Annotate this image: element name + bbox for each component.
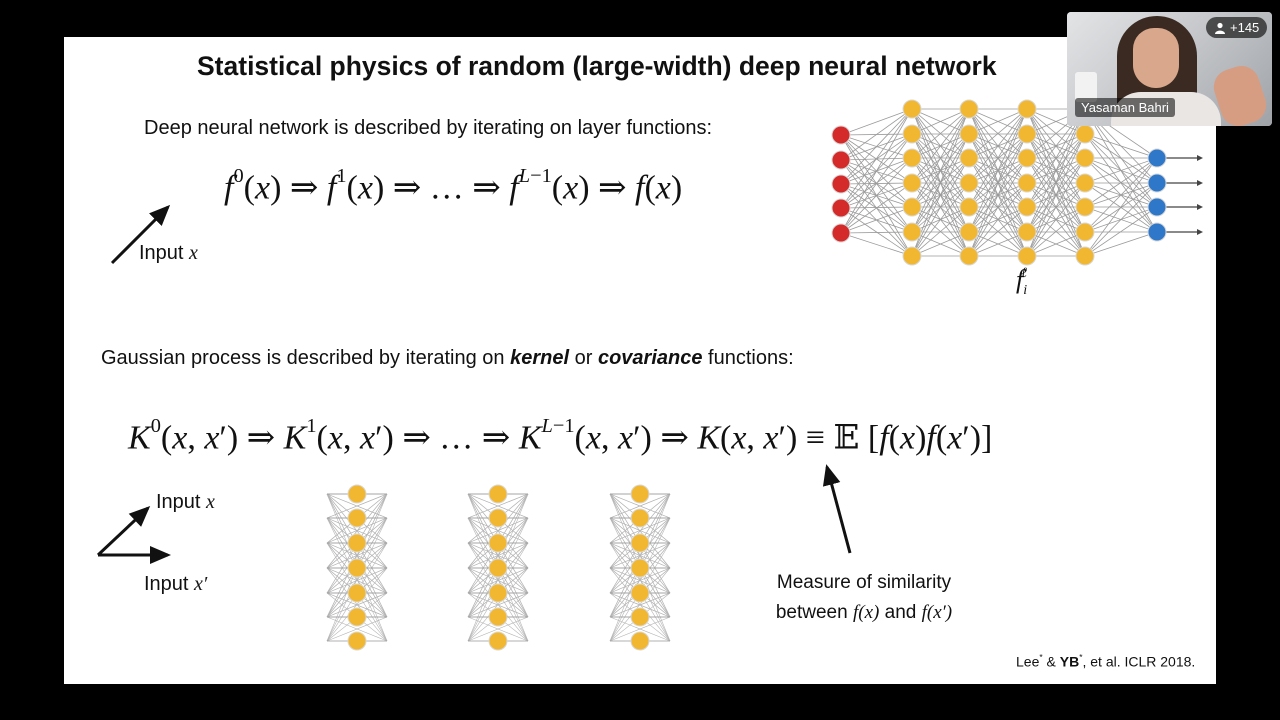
- output-arrowhead: [1197, 180, 1203, 186]
- output-node: [1147, 222, 1167, 242]
- kernel-node: [630, 533, 650, 553]
- hidden-node: [1075, 124, 1095, 144]
- hidden-node: [1075, 148, 1095, 168]
- kernel-node: [347, 583, 367, 603]
- output-arrowhead: [1197, 229, 1203, 235]
- input-x-label: Input x: [139, 242, 198, 264]
- gp-description: Gaussian process is described by iterati…: [101, 347, 794, 369]
- input-xprime-label: Input x′: [144, 573, 208, 595]
- hidden-node: [902, 124, 922, 144]
- hidden-node: [1017, 222, 1037, 242]
- kernel-node: [488, 607, 508, 627]
- output-arrowhead: [1197, 204, 1203, 210]
- speaker-face: [1133, 28, 1179, 88]
- hidden-node: [1075, 197, 1095, 217]
- input-node: [831, 174, 851, 194]
- kernel-node: [488, 508, 508, 528]
- hidden-node: [959, 124, 979, 144]
- kernel-node: [347, 508, 367, 528]
- kernel-network: [467, 484, 529, 651]
- input-x-label-2: Input x: [156, 491, 215, 513]
- hidden-node: [1017, 99, 1037, 119]
- input-node: [831, 150, 851, 170]
- hidden-node: [1017, 148, 1037, 168]
- hidden-node: [902, 173, 922, 193]
- hidden-node: [902, 246, 922, 266]
- participant-count-button[interactable]: +145: [1206, 17, 1268, 38]
- output-arrowhead: [1197, 155, 1203, 161]
- kernel-network: [326, 484, 388, 651]
- kernel-node: [347, 607, 367, 627]
- kernel-node: [488, 631, 508, 651]
- kernel-node: [630, 558, 650, 578]
- similarity-caption: Measure of similarity between f(x) and f…: [775, 572, 953, 623]
- kernel-node: [488, 533, 508, 553]
- kernel-network: [609, 484, 671, 651]
- hidden-node: [902, 222, 922, 242]
- kernel-node: [630, 484, 650, 504]
- kernel-node: [488, 558, 508, 578]
- kernel-node: [347, 533, 367, 553]
- kernel-node: [630, 607, 650, 627]
- output-node: [1147, 173, 1167, 193]
- hidden-node: [959, 173, 979, 193]
- hidden-node: [959, 222, 979, 242]
- hidden-node: [902, 197, 922, 217]
- input-node: [831, 198, 851, 218]
- hidden-node: [1017, 124, 1037, 144]
- output-node: [1147, 197, 1167, 217]
- hidden-node: [959, 99, 979, 119]
- input-node: [831, 125, 851, 145]
- hidden-node: [959, 197, 979, 217]
- participant-name: Yasaman Bahri: [1075, 98, 1175, 117]
- dnn-description: Deep neural network is described by iter…: [144, 117, 713, 139]
- kernel-node: [630, 631, 650, 651]
- network-edges: [840, 108, 1158, 257]
- hidden-node: [1017, 246, 1037, 266]
- hidden-node: [1075, 173, 1095, 193]
- layer-function-label: fiℓ: [1016, 265, 1028, 299]
- citation: Lee* & YB*, et al. ICLR 2018.: [1016, 652, 1196, 670]
- output-node: [1147, 148, 1167, 168]
- participant-video-tile[interactable]: Yasaman Bahri +145: [1067, 12, 1272, 126]
- kernel-node: [488, 484, 508, 504]
- background-mug: [1075, 72, 1097, 102]
- gp-equation: K0(x, x′) ⇒ K1(x, x′) ⇒ … ⇒ KL−1(x, x′) …: [128, 415, 993, 457]
- hidden-node: [959, 246, 979, 266]
- hidden-node: [959, 148, 979, 168]
- hidden-node: [1075, 246, 1095, 266]
- hidden-node: [1075, 222, 1095, 242]
- kernel-node: [347, 558, 367, 578]
- hidden-node: [1017, 197, 1037, 217]
- kernel-node: [347, 484, 367, 504]
- kernel-node: [347, 631, 367, 651]
- kernel-node: [630, 583, 650, 603]
- hidden-node: [1017, 173, 1037, 193]
- dnn-equation: f0(x) ⇒ f1(x) ⇒ … ⇒ fL−1(x) ⇒ f(x): [224, 165, 683, 207]
- slide: Statistical physics of random (large-wid…: [64, 37, 1216, 684]
- kernel-node: [488, 583, 508, 603]
- participant-count: +145: [1230, 20, 1260, 35]
- person-icon: [1215, 22, 1225, 34]
- input-node: [831, 223, 851, 243]
- hidden-node: [902, 148, 922, 168]
- kernel-node: [630, 508, 650, 528]
- slide-title: Statistical physics of random (large-wid…: [197, 51, 997, 81]
- hidden-node: [902, 99, 922, 119]
